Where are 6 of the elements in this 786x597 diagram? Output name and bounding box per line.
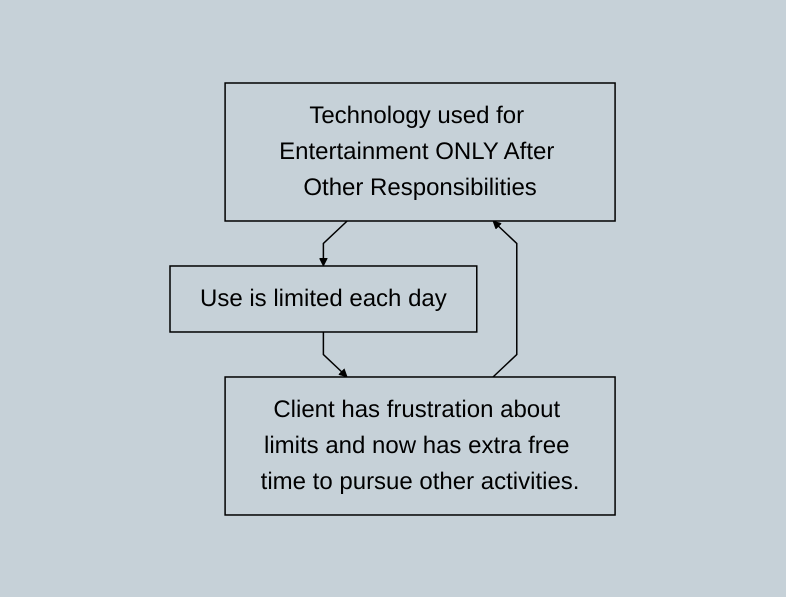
arrow <box>492 220 518 378</box>
arrow <box>319 220 348 266</box>
node-box: Use is limited each day <box>170 264 478 332</box>
node-box: Technology used for Entertainment ONLY After Other Responsibilities <box>224 82 616 222</box>
node-box: Client has frustration about limits and now has extra free time to pursue other activities. <box>224 376 616 516</box>
arrow <box>323 332 348 377</box>
